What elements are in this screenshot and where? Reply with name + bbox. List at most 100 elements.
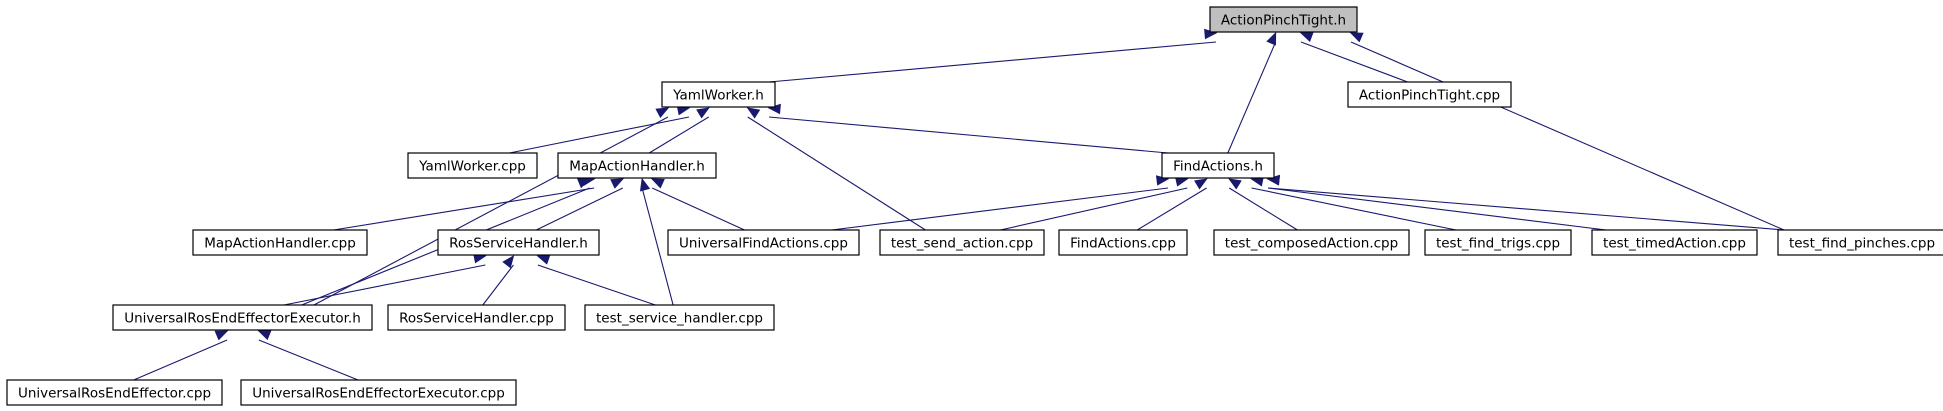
edge-find-actions-cpp-to-find-actions-h [1136,187,1207,231]
node-map-action-handler-cpp[interactable]: MapActionHandler.cpp [192,229,368,256]
edge-ros-service-handler-cpp-to-ros-service-handler-h [482,264,514,306]
node-box [1058,229,1188,256]
node-label: YamlWorker.cpp [418,159,526,175]
node-universal-ros-end-effector-executor-cpp[interactable]: UniversalRosEndEffectorExecutor.cpp [240,379,517,406]
node-label: RosServiceHandler.cpp [399,311,554,327]
edge-arrowhead [1349,32,1364,43]
edge-arrowhead [1228,178,1242,190]
edge-arrowhead [214,330,229,341]
node-box [387,304,566,331]
edge-universal-ros-end-effector-executor-h-to-ros-service-handler-h [283,264,486,306]
node-universal-find-actions-cpp[interactable]: UniversalFindActions.cpp [667,229,860,256]
node-test-timed-action-cpp[interactable]: test_timedAction.cpp [1591,229,1758,256]
node-label: ActionPinchTight.h [1221,13,1346,29]
node-find-actions-h[interactable]: FindActions.h [1161,152,1275,179]
edge-arrowhead [639,177,651,192]
edge-universal-find-actions-cpp-to-find-actions-h [831,187,1169,231]
node-label: FindActions.cpp [1070,236,1176,252]
node-label: FindActions.h [1173,159,1263,175]
edge-arrowhead [502,254,515,269]
node-box [557,152,717,179]
edge-action-pinch-tight-cpp-to-action-pinch-tight-h [1300,41,1408,83]
node-label: UniversalRosEndEffectorExecutor.h [124,311,361,327]
node-box [1209,6,1358,33]
edge-universal-ros-end-effector-executor-cpp-to-universal-ros-end-effector-executor-h [258,339,359,381]
node-label: UniversalFindActions.cpp [679,236,848,252]
edge-arrowhead [696,107,710,119]
edge-arrowhead [536,254,551,265]
node-universal-ros-end-effector-executor-h[interactable]: UniversalRosEndEffectorExecutor.h [112,304,373,331]
edge-arrowhead [655,107,670,119]
node-yaml-worker-cpp[interactable]: YamlWorker.cpp [407,152,538,179]
node-find-actions-cpp[interactable]: FindActions.cpp [1058,229,1188,256]
node-box [1347,81,1512,108]
node-box [407,152,538,179]
node-action-pinch-tight-cpp[interactable]: ActionPinchTight.cpp [1347,81,1512,108]
node-box [667,229,860,256]
edges-layer [133,28,1785,381]
node-action-pinch-tight-h[interactable]: ActionPinchTight.h [1209,6,1358,33]
edge-test-find-pinches-cpp-to-find-actions-h [1267,187,1785,231]
node-ros-service-handler-h[interactable]: RosServiceHandler.h [437,229,600,256]
edge-arrowhead [610,178,624,189]
node-box [112,304,373,331]
node-test-composed-action-cpp[interactable]: test_composedAction.cpp [1213,229,1410,256]
edge-test-send-action-cpp-to-yaml-worker-h [747,116,926,231]
node-label: UniversalRosEndEffectorExecutor.cpp [252,386,505,402]
edge-universal-ros-end-effector-executor-h-to-yaml-worker-h [313,116,669,306]
edge-find-actions-h-to-action-pinch-tight-h [1227,41,1277,154]
node-test-find-pinches-cpp[interactable]: test_find_pinches.cpp [1777,229,1943,256]
edge-test-find-pinches-cpp-to-action-pinch-tight-h [1350,41,1785,231]
edge-yaml-worker-h-to-action-pinch-tight-h [768,41,1217,83]
edge-arrowhead [257,330,272,341]
node-label: YamlWorker.h [672,88,764,104]
edge-map-action-handler-h-to-yaml-worker-h [648,116,710,154]
node-box [437,229,600,256]
edge-universal-find-actions-cpp-to-map-action-handler-h [651,187,745,231]
edge-arrowhead [1194,178,1208,190]
node-label: MapActionHandler.cpp [204,236,356,252]
node-ros-service-handler-cpp[interactable]: RosServiceHandler.cpp [387,304,566,331]
edge-map-action-handler-cpp-to-map-action-handler-h [333,187,595,231]
node-box [1424,229,1572,256]
edge-test-send-action-cpp-to-find-actions-h [1000,187,1188,231]
edge-test-service-handler-cpp-to-ros-service-handler-h [537,264,656,306]
edge-test-service-handler-cpp-to-map-action-handler-h [641,187,674,306]
edge-arrowhead [746,107,761,119]
edge-arrowhead [1299,32,1314,42]
node-box [1591,229,1758,256]
node-map-action-handler-h[interactable]: MapActionHandler.h [557,152,717,179]
node-label: RosServiceHandler.h [449,236,588,252]
node-label: MapActionHandler.h [569,159,705,175]
edge-yaml-worker-cpp-to-yaml-worker-h [509,116,690,154]
edge-test-find-trigs-cpp-to-find-actions-h [1251,187,1457,231]
node-box [1161,152,1275,179]
node-yaml-worker-h[interactable]: YamlWorker.h [661,81,776,108]
edge-test-composed-action-cpp-to-find-actions-h [1228,187,1298,231]
node-label: test_service_handler.cpp [596,311,763,327]
edge-arrowhead [577,178,591,189]
node-label: test_composedAction.cpp [1225,236,1398,252]
node-box [879,229,1045,256]
node-label: test_find_pinches.cpp [1789,236,1935,252]
node-test-service-handler-cpp[interactable]: test_service_handler.cpp [584,304,775,331]
node-box [6,379,223,406]
node-label: test_find_trigs.cpp [1436,236,1560,252]
edge-arrowhead [650,178,665,189]
node-label: test_send_action.cpp [891,236,1033,252]
node-box [584,304,775,331]
node-test-send-action-cpp[interactable]: test_send_action.cpp [879,229,1045,256]
node-box [1213,229,1410,256]
node-label: UniversalRosEndEffector.cpp [18,386,211,402]
edge-arrowhead [1266,31,1277,46]
edge-universal-ros-end-effector-cpp-to-universal-ros-end-effector-executor-h [133,339,228,381]
node-box [192,229,368,256]
edge-find-actions-h-to-yaml-worker-h [768,116,1169,154]
edge-test-timed-action-cpp-to-find-actions-h [1267,187,1607,231]
node-test-find-trigs-cpp[interactable]: test_find_trigs.cpp [1424,229,1572,256]
node-box [1777,229,1943,256]
node-box [240,379,517,406]
node-universal-ros-end-effector-cpp[interactable]: UniversalRosEndEffector.cpp [6,379,223,406]
